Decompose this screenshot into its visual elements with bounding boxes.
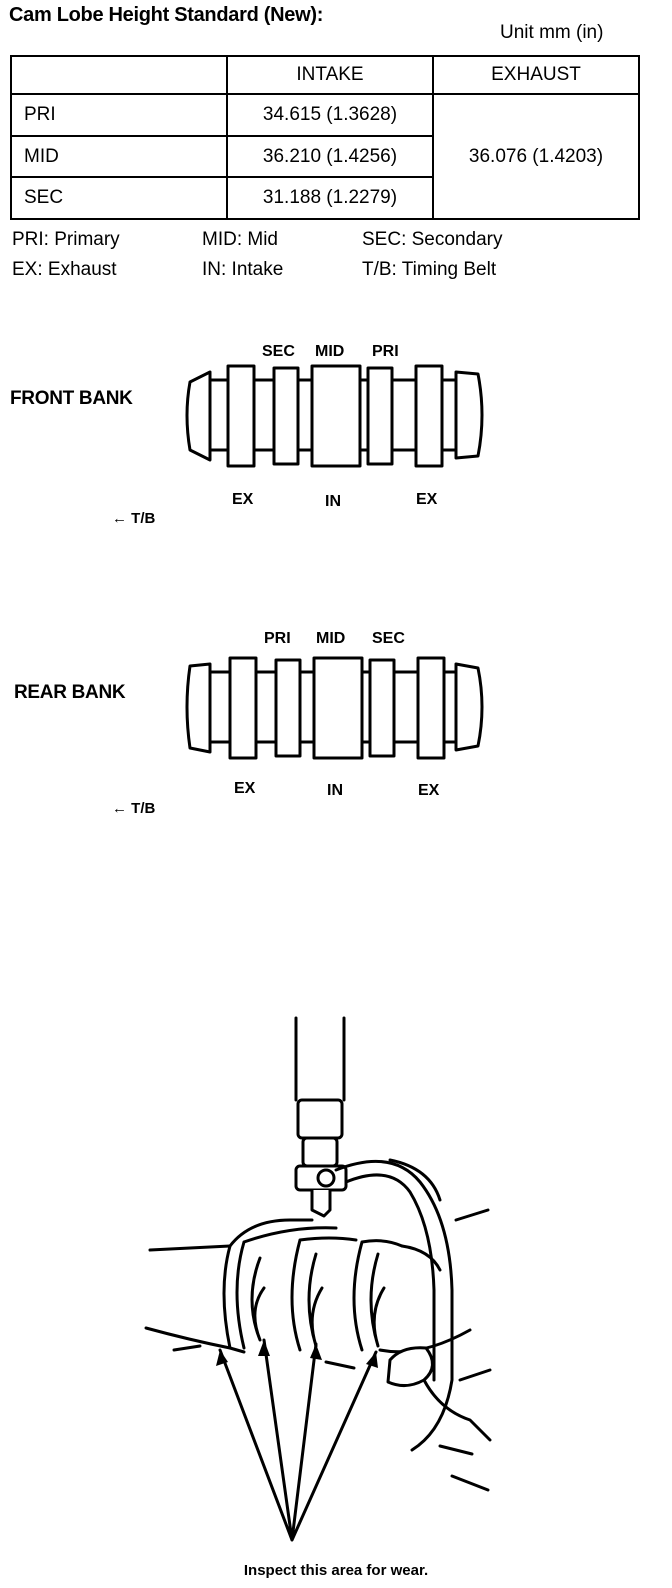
legend-ex: EX: Exhaust (12, 259, 117, 280)
rear-bank-label: REAR BANK (14, 682, 126, 703)
legend-sec: SEC: Secondary (362, 229, 503, 250)
cam-lobe (352, 1239, 404, 1352)
lobe-sec (272, 366, 300, 466)
header-empty (10, 55, 228, 95)
row-label-pri: PRI (10, 93, 228, 137)
front-top-label: MID (315, 343, 345, 360)
header-exhaust: EXHAUST (432, 55, 640, 95)
intake-pri: 34.615 (1.3628) (226, 93, 434, 137)
lobe-pri (274, 658, 302, 758)
front-bottom-label: EX (416, 491, 438, 508)
cam-lobe (235, 1226, 338, 1350)
camshaft-outline (144, 1244, 232, 1350)
hand (386, 1346, 434, 1387)
rear-bottom-label: EX (418, 782, 440, 799)
front-bottom-label: EX (232, 491, 254, 508)
lobe-pri (366, 366, 394, 466)
rear-timing-belt-arrow: ← T/B (112, 800, 156, 817)
table-row: PRI 34.615 (1.3628) 36.076 (1.4203) (10, 93, 640, 220)
rear-bottom-label: IN (327, 782, 343, 799)
legend-tb: T/B: Timing Belt (362, 259, 497, 280)
rear-top-label: MID (316, 630, 346, 647)
header-intake: INTAKE (226, 55, 434, 95)
clamp-screw (316, 1168, 336, 1188)
lobe-mid (312, 656, 364, 760)
table-row: SEC 31.188 (1.2279) (10, 176, 639, 220)
lobe-sec (368, 658, 396, 758)
wear-arrows (218, 1338, 378, 1542)
legend-mid: MID: Mid (202, 229, 278, 250)
row-label-sec: SEC (10, 176, 228, 220)
shaft-end-right (454, 370, 484, 460)
front-bank-label: FRONT BANK (10, 388, 133, 409)
shaft-end-left (185, 370, 212, 462)
front-timing-belt-arrow: ← T/B (112, 510, 156, 527)
cam-lobe-table: INTAKE EXHAUST PRI 34.615 (1.3628) 36.07… (10, 55, 640, 220)
intake-mid: 36.210 (1.4256) (226, 135, 434, 178)
indicator-stem (294, 1016, 346, 1102)
dial-indicator-illustration (144, 1016, 492, 1542)
lobe-ex-left (228, 656, 258, 760)
rear-bottom-label: EX (234, 780, 256, 797)
front-top-label: SEC (262, 343, 295, 360)
rear-bank-camshaft (185, 656, 484, 760)
legend-in: IN: Intake (202, 259, 284, 280)
indicator-tip (310, 1188, 332, 1218)
lobe-mid (310, 364, 362, 468)
table-row: MID 36.210 (1.4256) (10, 135, 639, 178)
inspection-caption: Inspect this area for wear. (243, 1562, 429, 1579)
lobe-ex-right (416, 656, 446, 760)
front-bank-camshaft (185, 364, 484, 468)
intake-sec: 31.188 (1.2279) (226, 176, 434, 220)
rear-top-label: SEC (372, 630, 405, 647)
lobe-ex-right (414, 364, 444, 468)
front-bottom-label: IN (325, 493, 341, 510)
shaft-end-left (185, 662, 212, 754)
cam-lobe (290, 1236, 358, 1352)
lobe-ex-left (226, 364, 256, 468)
shaft-end-right (454, 662, 484, 752)
clamp-arm (334, 1159, 454, 1452)
front-top-label: PRI (372, 343, 399, 360)
unit-label: Unit mm (in) (500, 22, 604, 43)
page-title: Cam Lobe Height Standard (New): (9, 4, 324, 26)
rear-top-label: PRI (264, 630, 291, 647)
table-header-row: INTAKE EXHAUST (10, 55, 640, 95)
legend-pri: PRI: Primary (12, 229, 120, 250)
exhaust-value: 36.076 (1.4203) (432, 93, 640, 220)
row-label-mid: MID (10, 135, 228, 178)
